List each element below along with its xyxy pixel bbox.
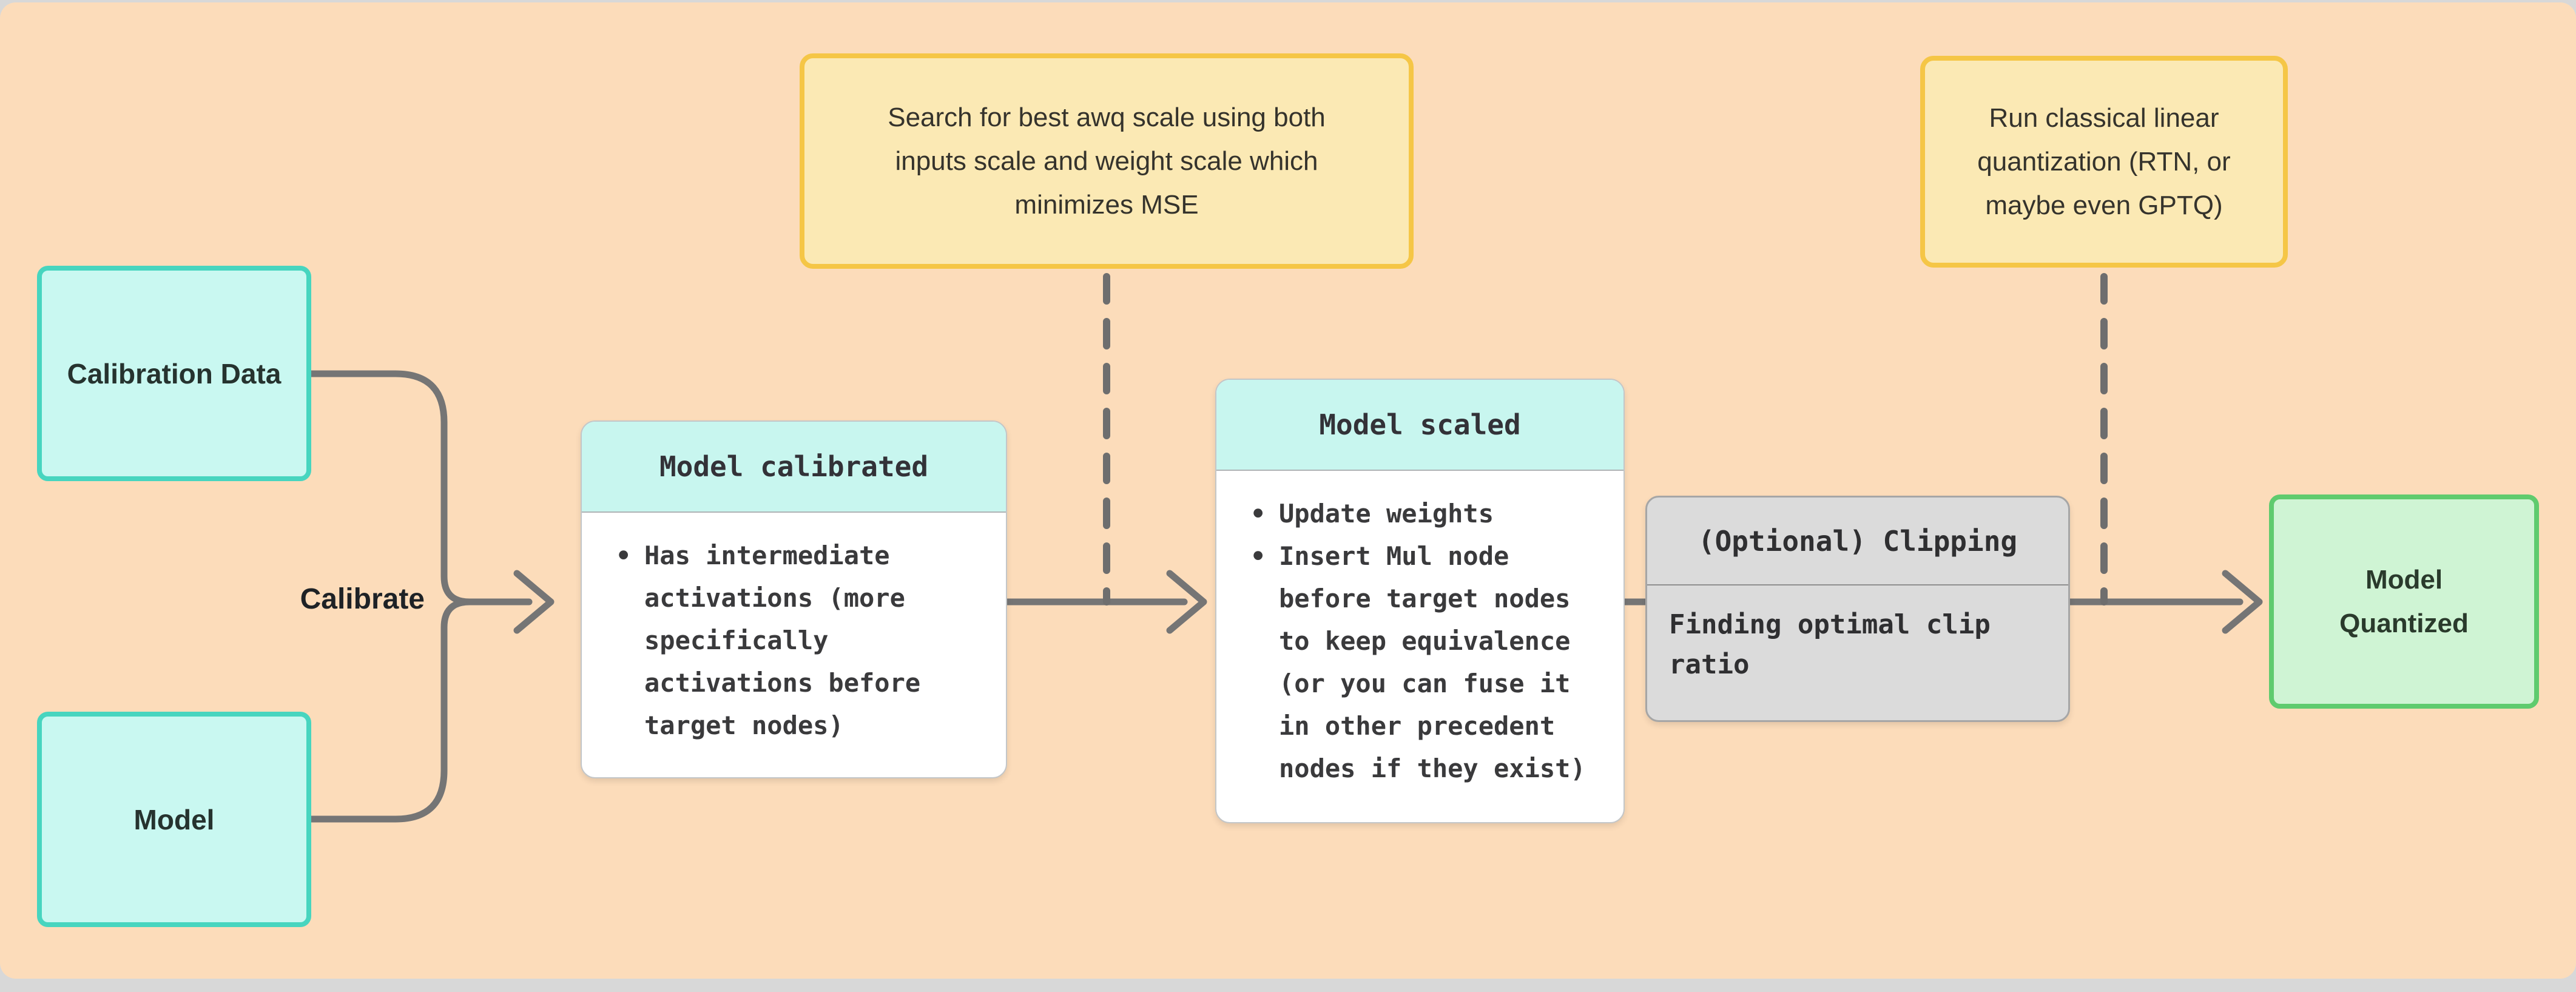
card-body: Finding optimal clip ratio <box>1669 609 1991 680</box>
node-calibration-data[interactable]: Calibration Data <box>37 266 311 481</box>
card-header: (Optional) Clipping <box>1647 498 2068 585</box>
card-header: Model calibrated <box>582 422 1006 513</box>
sticky-note-text: Run classical linear quantization (RTN, … <box>1977 103 2231 220</box>
card-title: (Optional) Clipping <box>1698 524 2018 558</box>
bullet-item: Has intermediate activations (more speci… <box>611 535 982 747</box>
card-header: Model scaled <box>1216 380 1623 471</box>
sticky-note-text: Search for best awq scale using both inp… <box>888 102 1326 220</box>
edge-model-to-merge[interactable] <box>308 598 473 823</box>
card-bullet-list: Update weights Insert Mul node before ta… <box>1216 493 1623 790</box>
node-model-scaled[interactable]: Model scaled Update weights Insert Mul n… <box>1215 379 1625 823</box>
edge-label-calibrate: Calibrate <box>300 583 425 615</box>
edge-calibrate-arrow[interactable] <box>466 570 555 634</box>
card-bullet-list: Has intermediate activations (more speci… <box>582 535 1006 747</box>
card-title: Model scaled <box>1319 408 1521 441</box>
edge-calibrated-to-scaled-arrow[interactable] <box>1003 570 1207 634</box>
bullet-item: Insert Mul node before target nodes to k… <box>1246 535 1599 790</box>
node-model-calibrated[interactable]: Model calibrated Has intermediate activa… <box>581 420 1007 778</box>
sticky-note-linear-quantization[interactable]: Run classical linear quantization (RTN, … <box>1920 56 2288 268</box>
node-label: Calibration Data <box>67 357 282 390</box>
node-label: Model Quantized <box>2339 564 2469 638</box>
card-title: Model calibrated <box>659 450 929 483</box>
sticky-note-awq-scale[interactable]: Search for best awq scale using both inp… <box>800 53 1414 269</box>
node-label: Model <box>133 803 215 835</box>
node-model-quantized[interactable]: Model Quantized <box>2269 494 2539 709</box>
bullet-item: Update weights <box>1246 493 1599 535</box>
node-model[interactable]: Model <box>37 712 311 927</box>
edge-calibration-data-to-merge[interactable] <box>308 370 473 606</box>
node-optional-clipping[interactable]: (Optional) Clipping Finding optimal clip… <box>1645 496 2070 722</box>
